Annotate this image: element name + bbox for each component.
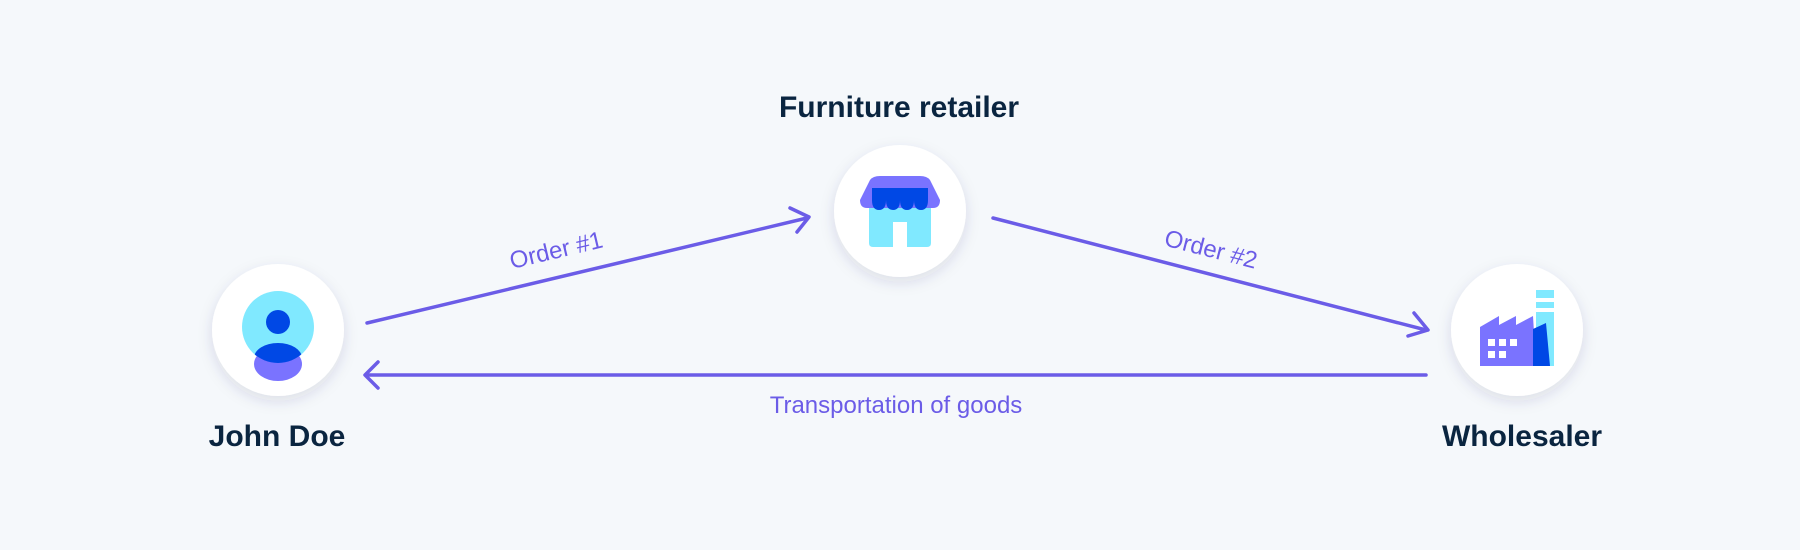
customer-label: John Doe: [209, 420, 346, 453]
order-1-arrow-line: [365, 216, 809, 325]
transport-label: Transportation of goods: [770, 392, 1023, 419]
order-2-arrowhead: [1406, 311, 1430, 338]
wholesaler-label: Wholesaler: [1442, 420, 1602, 453]
node-wholesaler: Wholesaler: [1442, 264, 1602, 453]
retailer-label: Furniture retailer: [779, 91, 1019, 124]
transport-arrowhead: [363, 360, 380, 390]
factory-icon: [1480, 290, 1554, 366]
edge-order-1: Order #1: [365, 206, 811, 325]
order-1-label: Order #1: [507, 227, 605, 275]
edge-order-2: Order #2: [991, 216, 1430, 338]
order-2-arrow-line: [991, 216, 1428, 332]
storefront-icon: [860, 176, 940, 247]
node-customer: John Doe: [209, 264, 346, 453]
order-1-arrowhead: [788, 206, 811, 234]
edge-transport: Transportation of goods: [363, 360, 1428, 419]
node-retailer: Furniture retailer: [779, 91, 1019, 277]
person-icon: [242, 291, 314, 381]
